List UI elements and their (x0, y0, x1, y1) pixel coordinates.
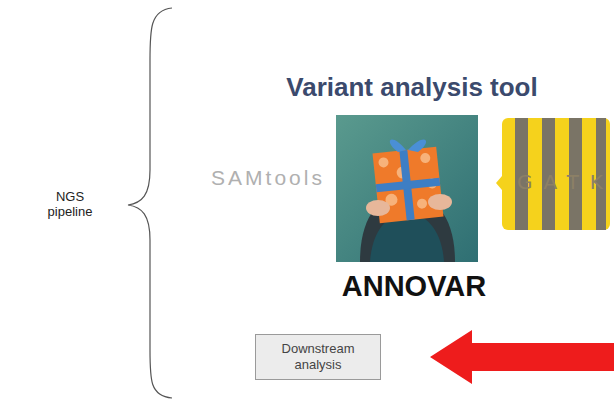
pointer-arrow (430, 330, 614, 384)
heading-label: Variant analysis tool (286, 73, 537, 103)
box-text: Downstream analysis (278, 341, 358, 372)
side-label: NGS pipeline (39, 190, 101, 220)
gift-photo (336, 115, 478, 262)
process-box: Downstream analysis (255, 334, 381, 379)
tool-name: SAMtools (211, 166, 325, 190)
tool-name: ANNOVAR (342, 270, 486, 303)
curly-brace (128, 8, 172, 398)
logo-text: GATK (506, 171, 614, 194)
